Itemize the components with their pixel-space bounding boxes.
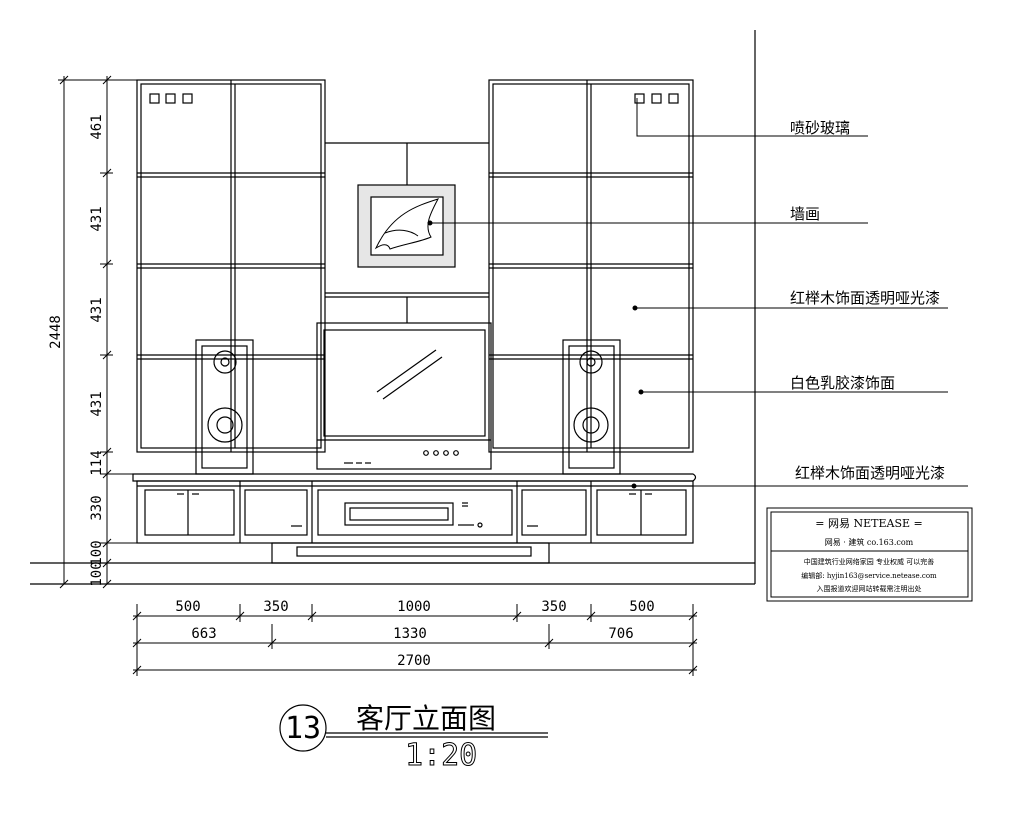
callout-label-wall-painting: 墙画 bbox=[790, 205, 820, 223]
dim-total-height: 2448 bbox=[48, 315, 64, 349]
drawing-title-graphics bbox=[279, 704, 548, 752]
dim-h-1000: 1000 bbox=[397, 599, 431, 615]
tv-cabinet bbox=[132, 473, 697, 564]
dim-v-330: 330 bbox=[89, 495, 105, 520]
dim-h-706: 706 bbox=[608, 626, 633, 642]
center-wall-panel bbox=[325, 142, 489, 323]
title-block-site: 网易 · 建筑 co.163.com bbox=[825, 537, 914, 547]
callout-label-white-latex-paint: 白色乳胶漆饰面 bbox=[790, 374, 895, 392]
title-block-contact: 编辑部: hyjin163@service.netease.com bbox=[801, 571, 937, 580]
callout-label-beech-veneer-upper: 红榉木饰面透明哑光漆 bbox=[790, 289, 940, 307]
dim-h-350-right: 350 bbox=[541, 599, 566, 615]
callout-label-beech-veneer-lower: 红榉木饰面透明哑光漆 bbox=[795, 464, 945, 482]
dim-v-431-c: 431 bbox=[89, 391, 105, 416]
vertical-dimension-lines bbox=[58, 75, 137, 589]
dim-h-1330: 1330 bbox=[393, 626, 427, 642]
dim-v-100-a: 100 bbox=[89, 540, 105, 565]
title-block-slogan: 中国建筑行业网络家园 专业权威 可以完善 bbox=[804, 557, 934, 566]
sandblasted-glass-mark bbox=[634, 93, 645, 104]
title-block-frame bbox=[766, 507, 973, 602]
dim-v-461: 461 bbox=[89, 114, 105, 139]
title-block-note: 入围报道欢迎网站转载需注明出处 bbox=[817, 584, 922, 593]
dim-v-100-b: 100 bbox=[89, 561, 105, 586]
dim-v-114: 114 bbox=[89, 450, 105, 475]
wall-painting bbox=[357, 184, 456, 268]
drawing-scale: 1:20 bbox=[405, 738, 477, 773]
drawing-number: 13 bbox=[285, 711, 321, 746]
sandblasted-glass-mark bbox=[149, 93, 160, 104]
drawing-number-circle bbox=[279, 704, 327, 752]
left-cabinet-grid bbox=[136, 79, 326, 453]
television bbox=[316, 322, 492, 470]
dim-h-663: 663 bbox=[191, 626, 216, 642]
dim-h-350-left: 350 bbox=[263, 599, 288, 615]
callout-label-sandblasted-glass: 喷砂玻璃 bbox=[790, 119, 850, 137]
dim-h-2700: 2700 bbox=[397, 653, 431, 669]
dim-v-431-b: 431 bbox=[89, 297, 105, 322]
dim-h-500-left: 500 bbox=[175, 599, 200, 615]
drawing-title: 客厅立面图 bbox=[356, 702, 496, 735]
horizontal-dimension-lines bbox=[132, 604, 698, 676]
dim-h-500-right: 500 bbox=[629, 599, 654, 615]
title-block-brand: = 网易 NETEASE = bbox=[815, 517, 922, 530]
dim-v-431-a: 431 bbox=[89, 206, 105, 231]
right-cabinet-grid bbox=[488, 79, 694, 453]
callout-leaders bbox=[427, 98, 968, 489]
left-speaker bbox=[195, 339, 254, 475]
